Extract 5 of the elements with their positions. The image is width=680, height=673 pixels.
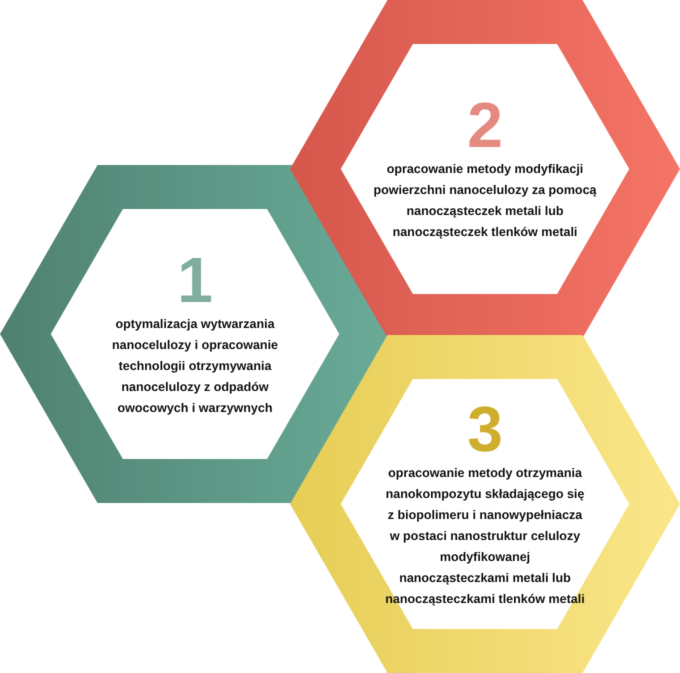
step-description: opracowanie metody modyfikacji powierzchni nanocelulozy za pomocą nanocząsteczek metali lub nanocząsteczek tlenków metali [372,161,598,241]
step-number: 2 [467,95,503,155]
step-number: 1 [177,250,213,310]
step-description: optymalizacja wytwarzania nanocelulozy i opracowanie technologii otrzymywania nanocelulozy z odpadów owocowych i warzywnych [110,316,279,417]
step-number: 3 [467,398,503,458]
